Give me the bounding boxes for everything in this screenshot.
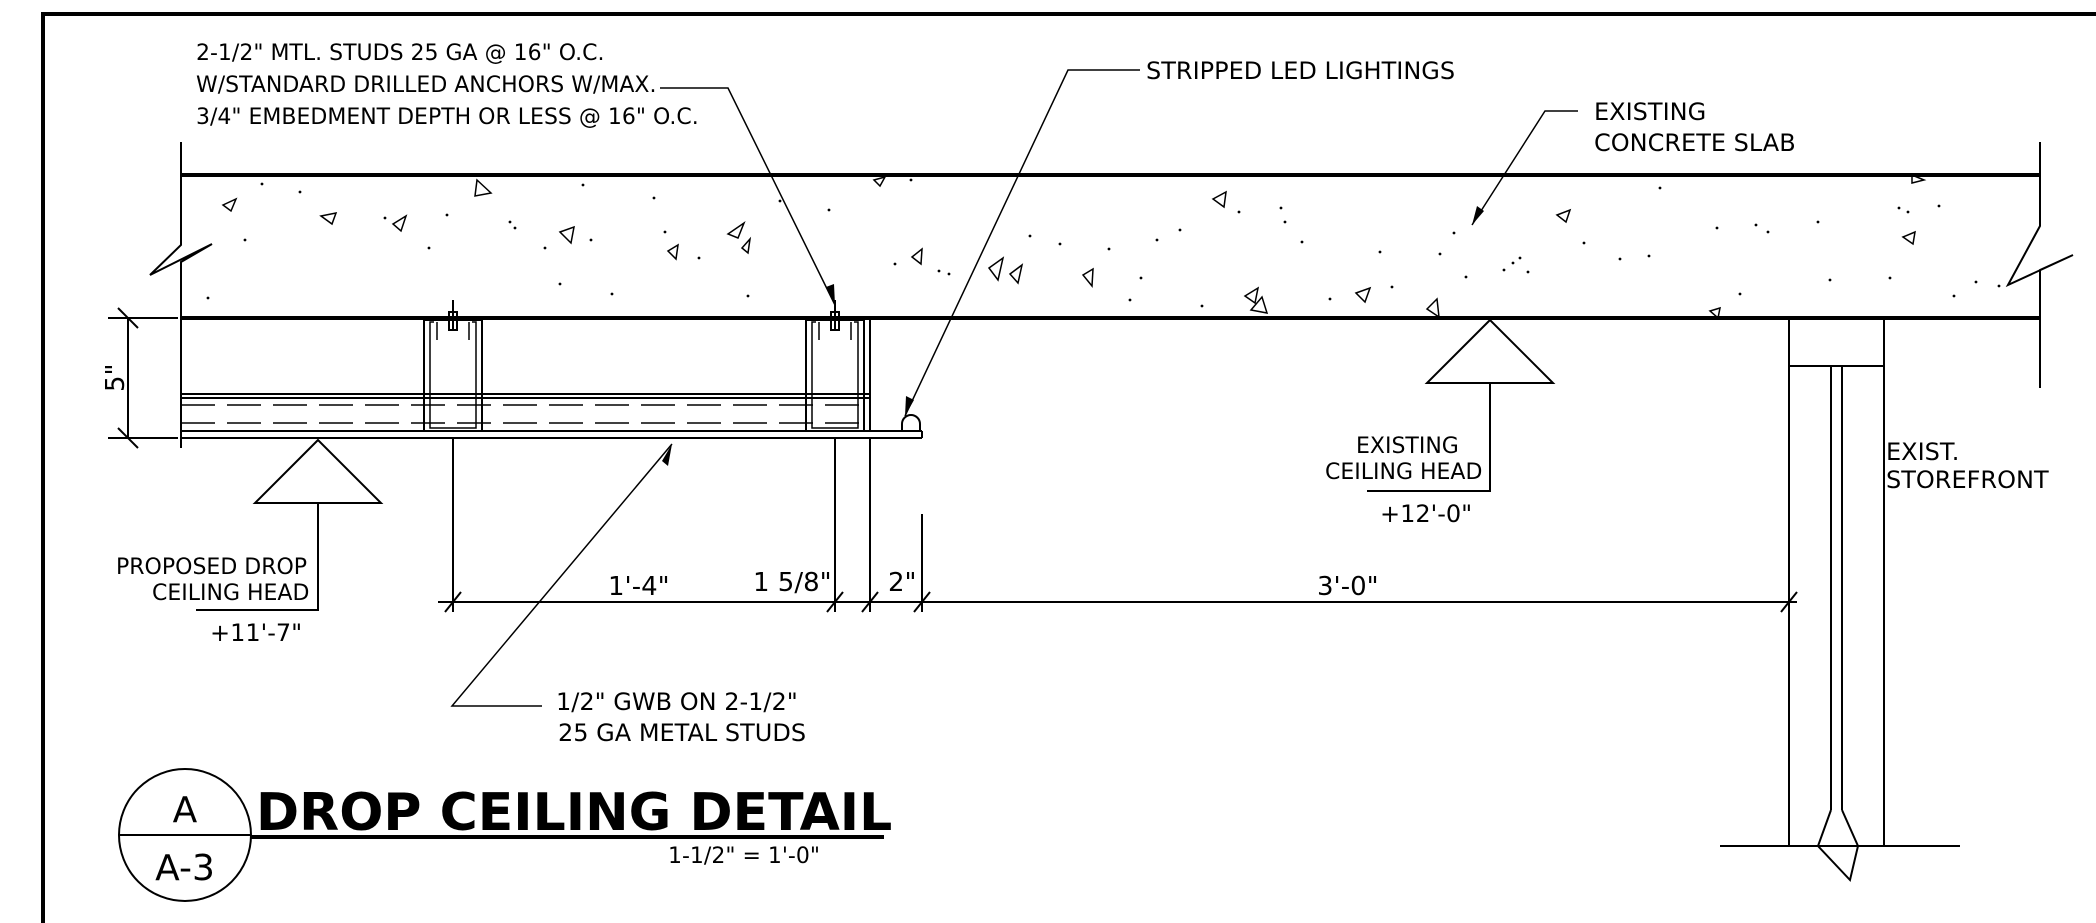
drop-ceiling-assembly bbox=[181, 300, 923, 439]
dim-stud-spacing: 1'-4" bbox=[608, 572, 670, 602]
studs-note-line1: 2-1/2" MTL. STUDS 25 GA @ 16" O.C. bbox=[196, 41, 604, 66]
storefront-section bbox=[1720, 320, 1960, 883]
leader-lines bbox=[450, 69, 1578, 707]
gwb-note-line1: 1/2" GWB ON 2-1/2" bbox=[556, 688, 798, 716]
detail-bubble-letter: A bbox=[173, 790, 198, 831]
slab-note-line2: CONCRETE SLAB bbox=[1594, 129, 1796, 157]
existing-head-line2: CEILING HEAD bbox=[1325, 460, 1482, 485]
metal-stud-2 bbox=[805, 300, 871, 432]
storefront-note-line1: EXIST. bbox=[1886, 438, 1959, 466]
studs-note-line3: 3/4" EMBEDMENT DEPTH OR LESS @ 16" O.C. bbox=[196, 105, 699, 130]
sheet-border bbox=[41, 12, 2096, 923]
existing-ceiling-head-marker bbox=[1367, 318, 1556, 492]
horizontal-dimensions bbox=[438, 438, 1798, 613]
detail-title: DROP CEILING DETAIL bbox=[256, 783, 892, 843]
dim-stud-width: 1 5/8" bbox=[753, 568, 832, 598]
dim-gap: 2" bbox=[888, 568, 917, 598]
led-fixture bbox=[901, 414, 921, 431]
proposed-head-line2: CEILING HEAD bbox=[152, 581, 309, 606]
proposed-head-line1: PROPOSED DROP bbox=[116, 555, 307, 580]
dim-to-storefront: 3'-0" bbox=[1317, 572, 1379, 602]
led-note: STRIPPED LED LIGHTINGS bbox=[1146, 57, 1455, 85]
gwb-note-line2: 25 GA METAL STUDS bbox=[558, 719, 806, 747]
slab-note-line1: EXISTING bbox=[1594, 98, 1706, 126]
detail-scale: 1-1/2" = 1'-0" bbox=[668, 844, 820, 869]
detail-bubble-sheet: A-3 bbox=[155, 848, 215, 889]
existing-head-elev: +12'-0" bbox=[1380, 500, 1472, 528]
concrete-slab bbox=[149, 142, 2074, 448]
vertical-dimension bbox=[108, 307, 178, 449]
storefront-note-line2: STOREFRONT bbox=[1886, 466, 2049, 494]
proposed-ceiling-head-marker bbox=[196, 438, 384, 611]
dim-vertical-label: 5" bbox=[101, 363, 131, 392]
existing-head-line1: EXISTING bbox=[1356, 434, 1459, 459]
proposed-head-elev: +11'-7" bbox=[210, 619, 302, 647]
studs-note-line2: W/STANDARD DRILLED ANCHORS W/MAX. bbox=[196, 73, 657, 98]
metal-stud-1 bbox=[423, 300, 483, 432]
